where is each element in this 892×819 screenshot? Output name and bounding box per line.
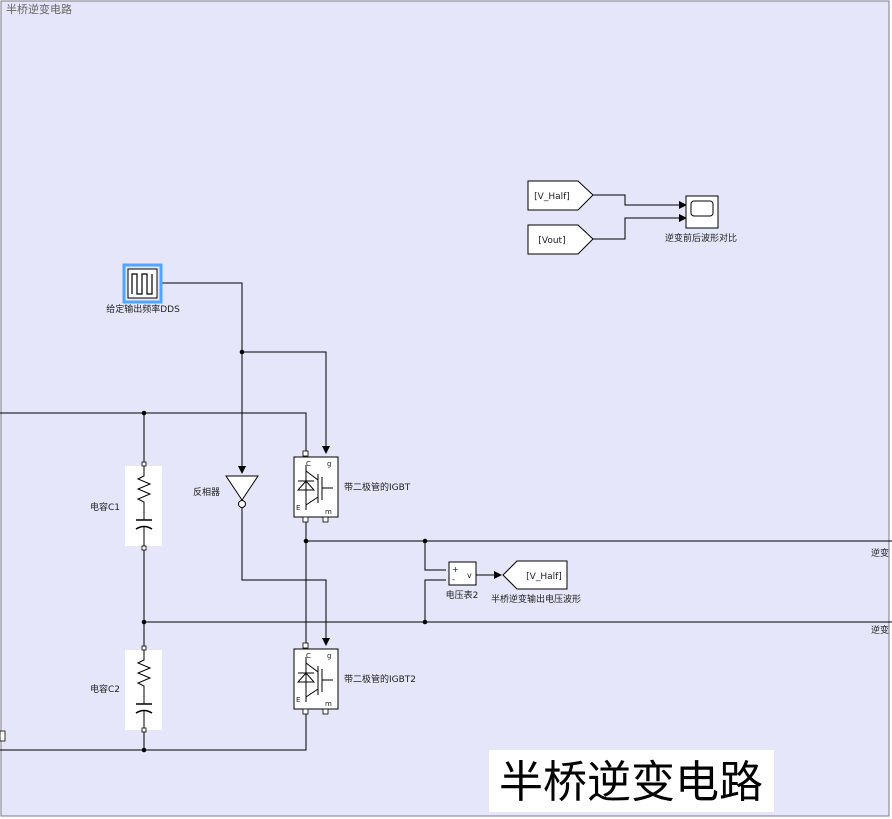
igbt1-block[interactable]: C g E m <box>293 450 339 523</box>
caption-annotation[interactable]: 半桥逆变电路 <box>489 750 774 812</box>
igbt2-pin-g: g <box>327 652 331 660</box>
voltmeter-minus: - <box>452 575 455 584</box>
voltmeter-block[interactable]: + - v <box>448 561 477 586</box>
scope-block[interactable] <box>685 195 719 229</box>
goto-block[interactable]: [V_Half] <box>502 560 568 590</box>
igbt2-pin-m: m <box>325 700 332 708</box>
scope-label: 逆变前后波形对比 <box>665 232 737 244</box>
output-port-2-label: 逆变 <box>871 624 889 636</box>
igbt1-pin-c: C <box>306 460 311 468</box>
from-vout-block[interactable]: [Vout] <box>527 224 594 255</box>
from-vhalf-tag: [V_Half] <box>534 192 570 202</box>
resistor-icon <box>136 466 152 516</box>
input-port-stub[interactable] <box>0 730 6 742</box>
resistor-icon <box>136 650 152 700</box>
pulse-generator-label: 给定输出频率DDS <box>106 303 180 315</box>
igbt1-label: 带二极管的IGBT <box>344 481 411 493</box>
igbt2-label: 带二极管的IGBT2 <box>344 673 416 685</box>
igbt1-pin-g: g <box>327 460 331 468</box>
igbt2-pin-c: C <box>306 652 311 660</box>
igbt2-symbol-icon <box>296 657 333 702</box>
goto-label: 半桥逆变输出电压波形 <box>491 593 581 605</box>
arrowheads <box>238 201 687 646</box>
not-gate-label: 反相器 <box>193 486 220 498</box>
goto-tag: [V_Half] <box>526 572 562 582</box>
igbt2-block[interactable]: C g E m <box>293 642 339 715</box>
subsystem-title: 半桥逆变电路 <box>6 2 72 16</box>
igbt1-symbol-icon <box>296 465 333 510</box>
igbt1-pin-m: m <box>325 508 332 516</box>
scope-screen-icon <box>690 200 714 217</box>
wires <box>0 194 892 751</box>
voltmeter-label: 电压表2 <box>446 589 479 601</box>
capacitor-c1-block[interactable] <box>125 461 162 551</box>
pulse-wave-icon <box>131 273 153 295</box>
pulse-generator-block[interactable] <box>122 263 163 304</box>
from-vout-tag: [Vout] <box>538 236 565 246</box>
capacitor-c2-block[interactable] <box>125 645 162 733</box>
from-vhalf-block[interactable]: [V_Half] <box>527 180 594 211</box>
output-port-1-label: 逆变 <box>871 547 889 559</box>
igbt1-pin-e: E <box>296 504 300 512</box>
voltmeter-plus: + <box>452 565 459 574</box>
voltmeter-v: v <box>467 571 472 580</box>
capacitor-c2-label: 电容C2 <box>90 683 120 695</box>
capacitor-c1-label: 电容C1 <box>90 501 120 513</box>
igbt2-pin-e: E <box>296 696 300 704</box>
not-gate-block[interactable] <box>225 475 259 508</box>
big-caption-text: 半桥逆变电路 <box>499 757 763 808</box>
junction-dots <box>141 349 428 753</box>
